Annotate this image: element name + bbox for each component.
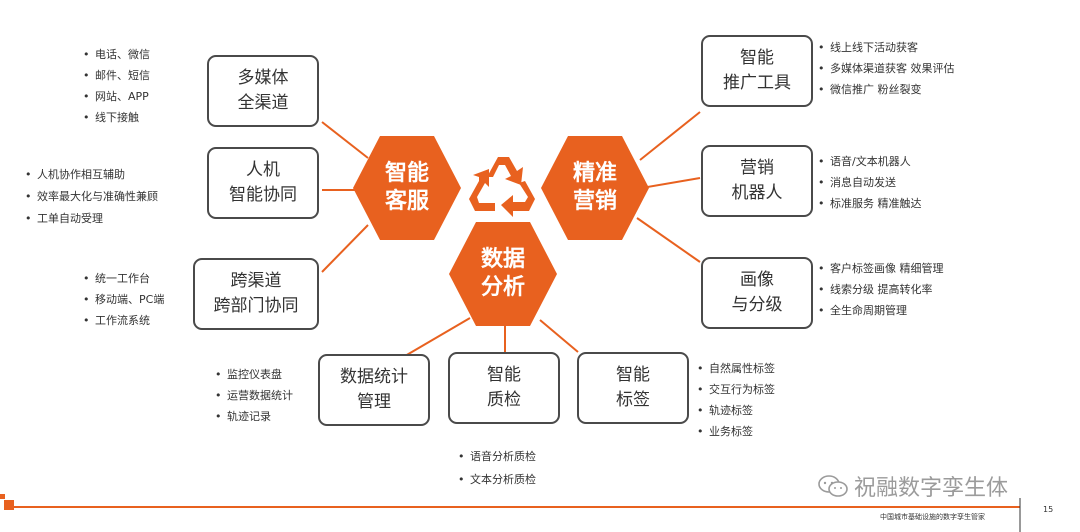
- box-human-machine-line2: 智能协同: [229, 185, 297, 205]
- list-item: 网站、APP: [83, 86, 150, 107]
- box-human-machine: 人机 智能协同: [207, 147, 319, 219]
- list-item: 交互行为标签: [697, 379, 775, 400]
- box-marketing-robot-line1: 营销: [740, 158, 774, 178]
- page-number: 15: [1043, 505, 1054, 514]
- box-cross-channel-line2: 跨部门协同: [213, 296, 299, 316]
- box-tagging-line1: 智能: [616, 365, 650, 385]
- box-marketing-robot: 营销 机器人: [701, 145, 813, 217]
- hub-precise-marketing-line1: 精准: [572, 161, 617, 186]
- box-cross-channel-line1: 跨渠道: [230, 271, 282, 291]
- box-promo-tool-line2: 推广工具: [723, 73, 791, 93]
- list-item: 全生命周期管理: [818, 300, 944, 321]
- line-data-stats: [404, 317, 471, 357]
- line-cross-channel: [321, 224, 369, 273]
- box-tagging: 智能 标签: [577, 352, 689, 424]
- hub-smart-service-line2: 客服: [384, 189, 429, 214]
- bullets-tagging: 自然属性标签 交互行为标签 轨迹标签 业务标签: [697, 358, 775, 442]
- footer-square-small: [0, 494, 5, 499]
- line-promo-tool: [639, 111, 701, 161]
- list-item: 消息自动发送: [818, 172, 922, 193]
- box-portrait-line2: 与分级: [731, 295, 783, 315]
- footer-square-large: [4, 500, 14, 510]
- box-data-stats-line2: 管理: [357, 392, 391, 412]
- box-promo-tool-line1: 智能: [740, 48, 774, 68]
- bullets-multimedia: 电话、微信 邮件、短信 网站、APP 线下接触: [83, 44, 150, 128]
- box-portrait-line1: 画像: [740, 270, 774, 290]
- list-item: 线上线下活动获客: [818, 37, 955, 58]
- list-item: 工单自动受理: [25, 208, 158, 230]
- bullets-portrait: 客户标签画像 精细管理 线索分级 提高转化率 全生命周期管理: [818, 258, 944, 321]
- list-item: 移动端、PC端: [83, 289, 164, 310]
- list-item: 语音/文本机器人: [818, 151, 922, 172]
- box-cross-channel: 跨渠道 跨部门协同: [193, 258, 319, 330]
- box-quality: 智能 质检: [448, 352, 560, 424]
- list-item: 客户标签画像 精细管理: [818, 258, 944, 279]
- list-item: 监控仪表盘: [215, 364, 293, 385]
- hub-data-analysis-line1: 数据: [480, 247, 525, 272]
- list-item: 轨迹记录: [215, 406, 293, 427]
- list-item: 统一工作台: [83, 268, 164, 289]
- box-portrait: 画像 与分级: [701, 257, 813, 329]
- list-item: 业务标签: [697, 421, 775, 442]
- watermark: 祝融数字孪生体: [818, 470, 1008, 502]
- list-item: 自然属性标签: [697, 358, 775, 379]
- list-item: 语音分析质检: [458, 445, 536, 468]
- box-data-stats: 数据统计 管理: [318, 354, 430, 426]
- hub-data-analysis-line2: 分析: [480, 275, 525, 300]
- box-data-stats-line1: 数据统计: [340, 367, 408, 387]
- list-item: 线下接触: [83, 107, 150, 128]
- list-item: 文本分析质检: [458, 468, 536, 491]
- bullets-data-stats: 监控仪表盘 运营数据统计 轨迹记录: [215, 364, 293, 427]
- box-multimedia-line1: 多媒体: [237, 68, 289, 88]
- footer-tagline: 中国城市基础设施的数字孪生管家: [880, 513, 985, 521]
- bullets-quality: 语音分析质检 文本分析质检: [458, 445, 536, 491]
- wechat-icon: [818, 475, 848, 497]
- bullets-cross-channel: 统一工作台 移动端、PC端 工作流系统: [83, 268, 164, 331]
- list-item: 工作流系统: [83, 310, 164, 331]
- list-item: 轨迹标签: [697, 400, 775, 421]
- box-human-machine-line1: 人机: [246, 160, 280, 180]
- list-item: 线索分级 提高转化率: [818, 279, 944, 300]
- list-item: 邮件、短信: [83, 65, 150, 86]
- recycle-arrows-icon: [469, 157, 535, 217]
- list-item: 标准服务 精准触达: [818, 193, 922, 214]
- list-item: 运营数据统计: [215, 385, 293, 406]
- bullets-human-machine: 人机协作相互辅助 效率最大化与准确性兼顾 工单自动受理: [25, 164, 158, 230]
- list-item: 多媒体渠道获客 效果评估: [818, 58, 955, 79]
- hub-smart-service-line1: 智能: [384, 161, 429, 186]
- line-multimedia: [321, 121, 369, 159]
- line-tagging: [539, 319, 579, 353]
- hub-precise-marketing-line2: 营销: [572, 189, 617, 214]
- bullets-promo-tool: 线上线下活动获客 多媒体渠道获客 效果评估 微信推广 粉丝裂变: [818, 37, 955, 100]
- box-marketing-robot-line2: 机器人: [731, 183, 783, 203]
- bullets-marketing-robot: 语音/文本机器人 消息自动发送 标准服务 精准触达: [818, 151, 922, 214]
- box-multimedia-line2: 全渠道: [237, 93, 289, 113]
- line-portrait: [636, 217, 701, 263]
- list-item: 人机协作相互辅助: [25, 164, 158, 186]
- list-item: 效率最大化与准确性兼顾: [25, 186, 158, 208]
- box-multimedia-channel: 多媒体 全渠道: [207, 55, 319, 127]
- list-item: 电话、微信: [83, 44, 150, 65]
- box-promo-tool: 智能 推广工具: [701, 35, 813, 107]
- box-quality-line1: 智能: [487, 365, 521, 385]
- list-item: 微信推广 粉丝裂变: [818, 79, 955, 100]
- watermark-text: 祝融数字孪生体: [854, 476, 1009, 501]
- box-tagging-line2: 标签: [616, 390, 650, 410]
- box-quality-line2: 质检: [487, 390, 521, 410]
